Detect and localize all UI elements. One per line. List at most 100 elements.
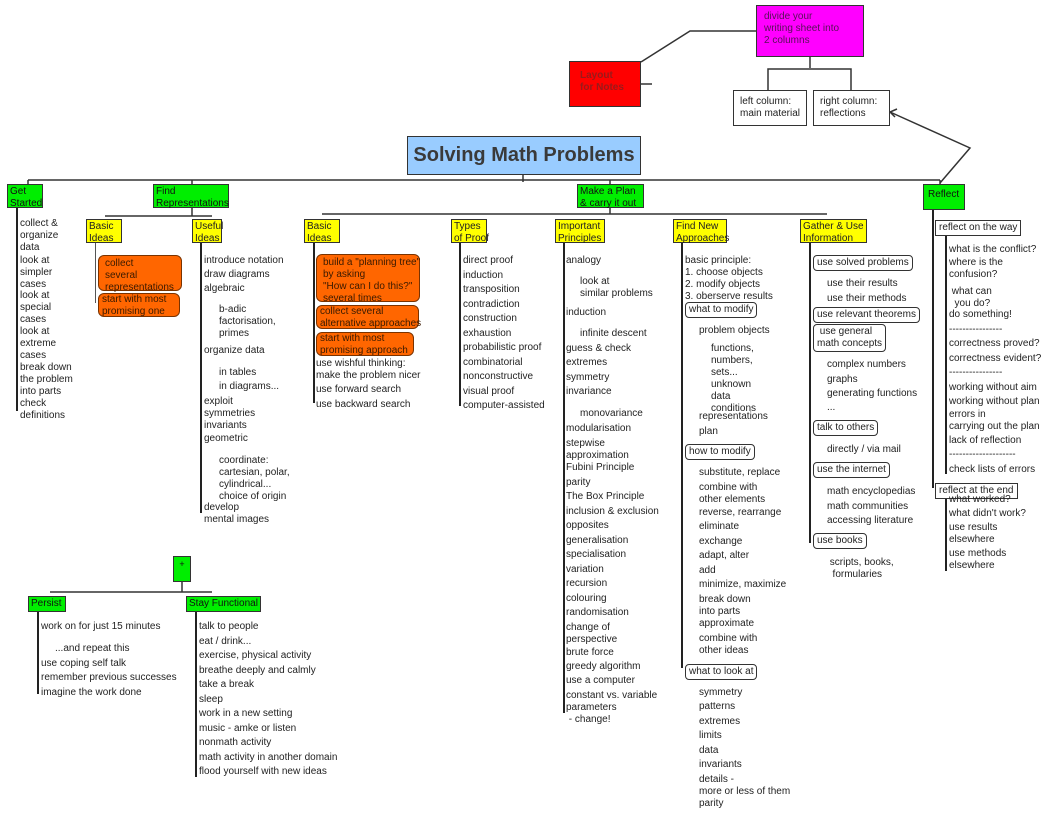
useful-idea-item: in tables [219,367,257,378]
mp-basic-idea-item: use forward search [316,384,402,395]
reflect-way-item: errors in carrying out the plan [949,409,1040,432]
important-principles-node[interactable]: Important Principles [555,219,605,244]
principle-item: extremes [566,357,608,368]
right-column-node[interactable]: right column: reflections [813,90,890,126]
use-general-concepts-node[interactable]: use general math concepts [813,324,887,352]
page-title[interactable]: Solving Math Problems [407,136,641,175]
useful-idea-item: geometric [204,433,248,444]
principle-item: change of perspective [566,622,618,645]
useful-idea-item: coordinate: cartesian, polar, cylindrica… [219,455,290,502]
find-representations-node[interactable]: Find Representations [153,184,229,209]
persist-item: ...and repeat this [55,643,130,654]
reflect-way-item: do something! [949,309,1012,320]
what-to-look-at-node[interactable]: what to look at [685,664,758,680]
stay-functional-item: music - amke or listen [199,722,297,734]
concept-item: graphs [827,374,858,385]
how-to-modify-node[interactable]: how to modify [685,444,755,460]
reflect-at-the-end-node[interactable]: reflect at the end [935,483,1018,499]
reflect-way-item: working without plan [949,396,1040,407]
mp-basic-idea-item[interactable]: start with most promising approach [316,332,414,356]
persist-node[interactable]: Persist [28,596,66,612]
proof-type-item: transposition [463,284,520,295]
useful-idea-item: b-adic factorisation, primes [219,304,276,339]
branch-line [195,612,197,777]
principle-item: induction [566,307,607,318]
principle-item: constant vs. variable parameters - chang… [566,690,658,725]
persist-item: imagine the work done [41,687,142,698]
plus-node[interactable]: + [173,556,191,582]
use-internet-node[interactable]: use the internet [813,462,890,478]
use-relevant-theorems-node[interactable]: use relevant theorems [813,307,920,323]
mp-basic-idea-item[interactable]: collect several alternative approaches [316,305,421,329]
get-started-item: look at simpler cases [20,255,53,290]
stay-functional-node[interactable]: Stay Functional [186,596,261,612]
get-started-node[interactable]: Get Started [7,184,43,209]
principle-item: Fubini Principle [566,462,635,473]
what-to-modify-node[interactable]: what to modify [685,302,758,318]
persist-item: remember previous successes [41,672,177,683]
find-new-approaches-node[interactable]: Find New Approaches [673,219,729,244]
left-column-node[interactable]: left column: main material [733,90,807,126]
how-modify-item: minimize, maximize [699,579,787,590]
principle-item: colouring [566,593,607,604]
fr-basic-ideas-node[interactable]: Basic Ideas [86,219,122,244]
reflect-way-item: correctness proved? [949,338,1040,349]
books-item: scripts, books, formularies [829,557,894,580]
divide-sheet-node[interactable]: divide your writing sheet into 2 columns [756,5,864,57]
make-a-plan-node[interactable]: Make a Plan & carry it out [577,184,644,209]
reflect-end-item: what didn't work? [949,508,1026,519]
modify-item: problem objects [699,325,770,336]
proof-type-item: direct proof [463,255,514,266]
talk-to-others-node[interactable]: talk to others [813,420,879,436]
useful-idea-item: in diagrams... [219,381,280,392]
proof-type-item: combinatorial [463,356,523,368]
persist-item: work on for just 15 minutes [41,621,161,632]
stay-functional-item: nonmath activity [199,737,272,748]
look-at-item: data [699,745,719,756]
use-solved-problems-node[interactable]: use solved problems [813,255,913,271]
modify-item: functions, numbers, sets... unknown data… [711,343,757,414]
use-books-node[interactable]: use books [813,533,867,549]
proof-type-item: computer-assisted [463,400,545,411]
reflect-on-the-way-node[interactable]: reflect on the way [935,220,1022,236]
reflect-end-item: what worked? [949,494,1011,505]
principle-item: infinite descent [580,328,647,339]
layout-for-notes-node[interactable]: Layout for Notes [569,61,641,107]
mp-basic-ideas-node[interactable]: Basic Ideas [304,219,340,244]
fr-basic-idea-item[interactable]: start with most promising one [98,293,180,317]
principle-item: inclusion & exclusion [566,506,659,517]
branch-line [95,243,96,303]
how-modify-item: reverse, rearrange [699,507,782,518]
branch-line [945,236,947,474]
branch-line [313,243,315,403]
proof-type-item: probabilistic proof [463,342,542,353]
get-started-item: break down the problem into parts [20,362,73,397]
get-started-item: look at extreme cases [20,326,57,361]
reflect-end-item: use results elsewhere [949,522,998,545]
get-started-item: look at special cases [20,290,52,325]
principle-item: look at similar problems [580,276,653,299]
proof-type-item: contradiction [463,298,520,310]
look-at-item: symmetry [699,687,743,698]
branch-line [16,208,18,411]
mp-basic-idea-item[interactable]: build a "planning tree" by asking "How c… [316,254,420,304]
reflect-way-item: ---------------- [949,324,1003,335]
principle-item: generalisation [566,535,629,546]
reflect-node[interactable]: Reflect [923,184,965,210]
useful-idea-item: introduce notation [204,255,284,266]
stay-functional-item: flood yourself with new ideas [199,766,327,777]
look-at-item: patterns [699,701,736,712]
fr-useful-ideas-node[interactable]: Useful Ideas [192,219,223,244]
fr-basic-idea-item[interactable]: collect several representations [98,255,182,293]
reflect-way-item: working without aim [949,382,1037,393]
look-at-item: details - more or less of them [699,774,791,797]
useful-idea-item: exploit symmetries invariants [204,396,256,431]
principle-item: The Box Principle [566,491,645,502]
modify-item: representations [699,411,768,422]
types-of-proof-node[interactable]: Types of Proof [451,219,489,244]
gather-info-node[interactable]: Gather & Use Information [800,219,867,244]
stay-functional-item: exercise, physical activity [199,650,312,661]
reflect-way-item: correctness evident? [949,353,1042,364]
branch-line [563,243,565,713]
proof-type-item: construction [463,313,517,324]
